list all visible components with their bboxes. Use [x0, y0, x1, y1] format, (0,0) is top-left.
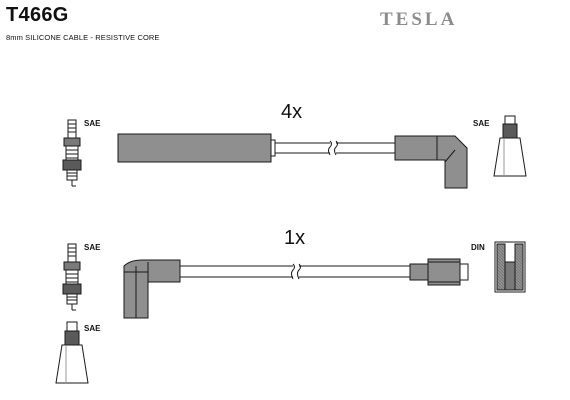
distributor-end-label: DIN [471, 243, 485, 252]
part-number: T466G [6, 4, 69, 26]
distributor-end-label: SAE [473, 119, 490, 128]
coil-boot [409, 258, 469, 286]
angled-boot [123, 259, 181, 319]
din-terminal-icon [494, 241, 526, 293]
spark-plug-icon [62, 119, 82, 187]
extra-terminal-label: SAE [84, 324, 101, 333]
cable [275, 140, 395, 156]
spark-plug-icon [62, 243, 82, 311]
brand-logo: TESLA [380, 9, 458, 30]
quantity-label: 1x [284, 227, 306, 249]
sae-terminal-icon [493, 115, 527, 177]
sae-terminal-icon [55, 321, 89, 384]
angled-boot [394, 135, 468, 189]
plug-end-label: SAE [84, 243, 101, 252]
cable [180, 263, 410, 280]
plug-end-label: SAE [84, 119, 101, 128]
cable-description: 8mm SILICONE CABLE - RESISTIVE CORE [6, 33, 160, 42]
quantity-label: 4x [281, 101, 303, 123]
straight-boot [117, 133, 276, 163]
